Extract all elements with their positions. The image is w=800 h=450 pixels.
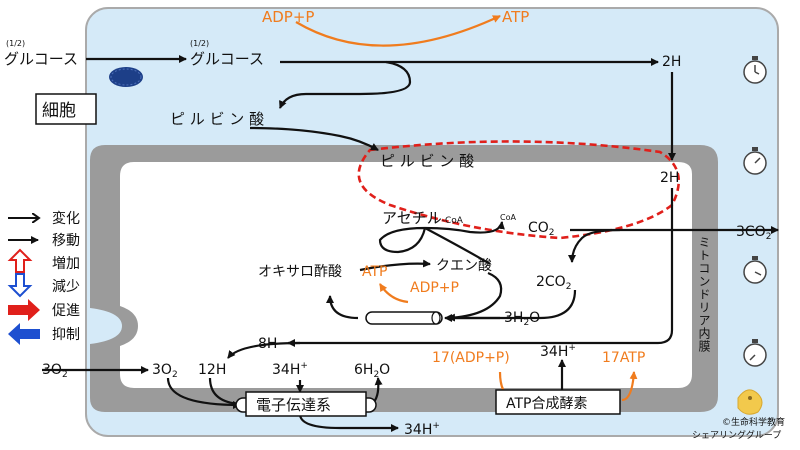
- synthase-h: 34H+: [540, 343, 576, 360]
- pyruvate-entry-region: [357, 140, 680, 240]
- cell-label: 細胞: [42, 101, 76, 121]
- etc-label: 電子伝達系: [256, 396, 331, 414]
- legend-decrease-arrow-icon: [7, 273, 33, 298]
- glycolysis-input: ADP+P: [262, 8, 314, 26]
- stopwatch-icon: [743, 339, 767, 367]
- synthase-adp: 17(ADP+P): [432, 350, 510, 366]
- co2-out: 3CO2: [736, 224, 771, 242]
- h34-bottom: 34H+: [404, 421, 440, 438]
- copyright-line2: シェアリンググループ: [692, 429, 781, 441]
- citrate: クエン酸: [436, 258, 492, 274]
- organelle-blob-texture: [110, 68, 142, 86]
- glycolysis-output: ATP: [502, 8, 529, 26]
- pyruvate-cytosol: ピ ル ビ ン 酸: [170, 110, 264, 128]
- cell-label-box: [35, 93, 97, 125]
- cycle-atp: ATP: [362, 264, 387, 280]
- h12: 12H: [198, 362, 226, 378]
- glucose-outer-fraction: (1/2): [6, 39, 25, 48]
- logo-mark: [737, 389, 763, 415]
- pathway-arrows: [42, 55, 779, 432]
- twoco2: 2CO2: [536, 274, 571, 292]
- copyright-line1: ©生命科学教育: [722, 416, 785, 428]
- legend-label-promote: 促進: [52, 303, 80, 319]
- h34: 34H+: [272, 361, 308, 378]
- legend: 変化 移動 増加 減少 促進 抑制: [7, 210, 80, 345]
- hydrogen-top: 2H: [662, 54, 681, 70]
- stopwatch-icon: [743, 256, 767, 284]
- legend-increase-arrow-icon: [7, 248, 33, 273]
- oxaloacetate: オキサロ酢酸: [258, 264, 342, 280]
- stopwatch-icon: [743, 147, 767, 175]
- organelle-blob: [109, 67, 143, 87]
- mitochondrial-matrix: [120, 162, 692, 388]
- glucose-inner-fraction: (1/2): [190, 39, 209, 48]
- water-in: 3H2O: [504, 310, 540, 328]
- inner-membrane-label: ミトコンドリア内膜: [697, 236, 711, 353]
- legend-promote-arrow-icon: [8, 299, 40, 321]
- acetyl: アセチル-CoA: [382, 209, 464, 227]
- glucose-inner: グルコース: [190, 50, 264, 68]
- hydrogen-mid: 2H: [660, 170, 679, 186]
- water-out: 6H2O: [354, 362, 390, 380]
- h8: 8H: [258, 336, 277, 352]
- legend-label-move: 移動: [52, 233, 80, 249]
- o2-inner: 3O2: [152, 362, 178, 380]
- o2-outer: 3O2: [42, 362, 68, 380]
- stopwatch-icon: [743, 56, 767, 84]
- synthase-atp: 17ATP: [602, 350, 645, 366]
- transporter-cylinder: [365, 311, 443, 325]
- etc-box: [245, 391, 367, 417]
- cycle-adp: ADP+P: [410, 280, 459, 296]
- atp-synthase-box: [495, 389, 621, 415]
- coa: CoA: [500, 213, 516, 222]
- legend-label-increase: 増加: [52, 256, 80, 272]
- co2: CO2: [528, 220, 555, 238]
- legend-label-inhibit: 抑制: [52, 327, 80, 343]
- legend-inhibit-arrow-icon: [8, 323, 40, 345]
- synthase-label: ATP合成酵素: [506, 396, 587, 412]
- legend-label-decrease: 減少: [52, 278, 80, 295]
- legend-label-change: 変化: [52, 210, 80, 227]
- glucose-outer: グルコース: [4, 50, 78, 68]
- pyruvate-mito: ピ ル ビ ン 酸: [380, 152, 474, 170]
